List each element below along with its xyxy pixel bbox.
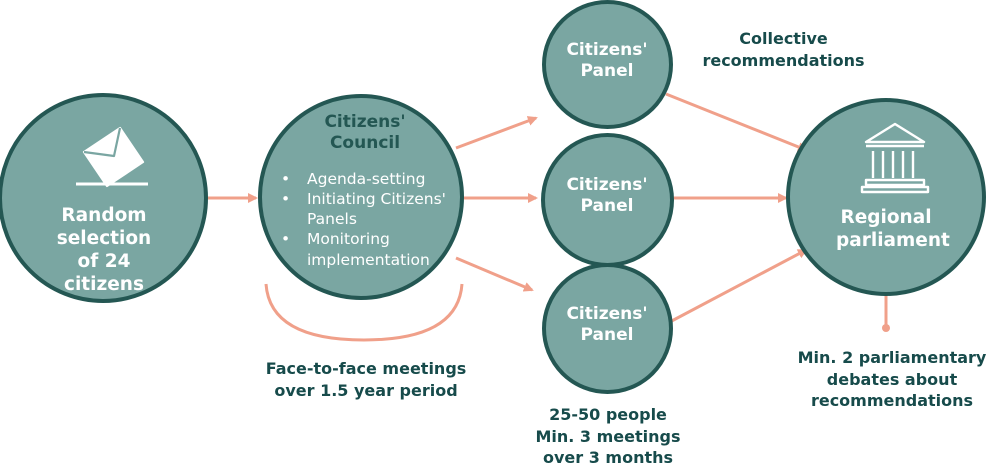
regional-parliament-circle [786,98,986,296]
council-bullet-item: Monitoring implementation [281,229,461,269]
random-selection-label: Random selection of 24 citizens [56,205,152,296]
citizens-council-title: Citizens' Council [324,112,406,154]
citizens-panel-circle-3 [542,263,673,394]
arrow-panel-3-to-parliament [665,248,808,326]
council-bullet-item: Agenda-setting [281,169,461,189]
citizens-panel-label-1: Citizens' Panel [566,40,648,82]
arrow-council-to-panel-1 [455,116,538,150]
citizens-panel-label-2: Citizens' Panel [566,175,648,217]
random-selection-circle [0,93,208,303]
council-bullet-list: Agenda-setting Initiating Citizens' Pane… [281,169,461,270]
citizens-panel-circle-2 [541,133,674,267]
council-bullet-item: Initiating Citizens' Panels [281,189,461,229]
parliament-debates-caption: Min. 2 parliamentary debates about recom… [797,348,987,411]
meeting-period-caption: Face-to-face meetings over 1.5 year peri… [265,359,467,400]
arrow-panel-1-to-parliament [665,92,808,152]
arrow-council-to-panel-3 [455,256,534,292]
collective-recommendations-caption: Collective recommendations [702,29,865,70]
parliament-caption-connector-dot [882,324,890,332]
meeting-period-arc [264,283,464,342]
panel-details-caption: 25-50 people Min. 3 meetings over 3 mont… [535,405,681,468]
citizens-panel-circle-1 [542,0,673,129]
citizens-panel-label-3: Citizens' Panel [566,304,648,346]
regional-parliament-label: Regional parliament [836,207,950,252]
